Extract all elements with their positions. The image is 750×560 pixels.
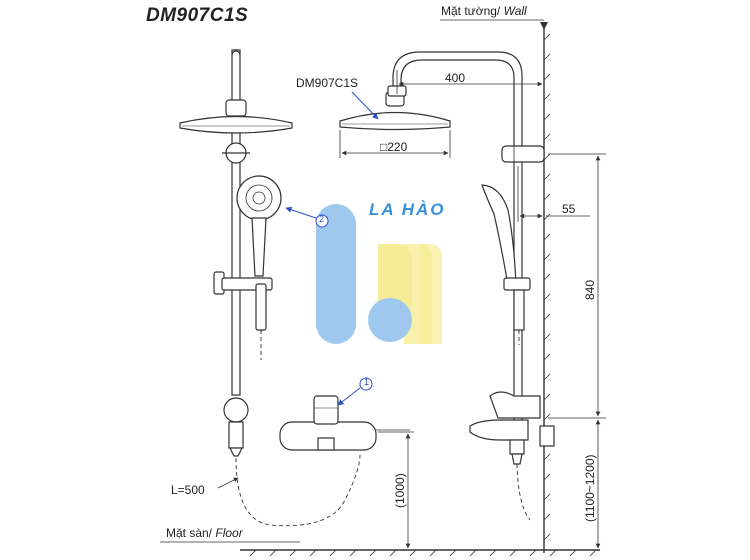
offset-label: 55	[562, 202, 576, 216]
side-hose	[516, 463, 531, 521]
callout-hand-shower-marker	[285, 206, 329, 228]
hose-length-leader	[217, 477, 239, 489]
arm-length-dimension	[396, 70, 543, 94]
wall	[440, 19, 551, 553]
callout-valve-marker	[337, 377, 373, 406]
hose-length-label: L=500	[171, 483, 205, 497]
head-model-leader	[351, 91, 379, 120]
wall-label: Mặt tường/ Wall	[441, 4, 527, 18]
valve-height-dimension	[378, 431, 414, 549]
floor	[160, 541, 600, 557]
side-view	[387, 51, 555, 465]
head-diameter-dimension	[339, 130, 451, 158]
callout-valve-number: 1	[364, 377, 370, 387]
head-model-label: DM907C1S	[296, 76, 359, 90]
arm-length-label: 400	[445, 71, 466, 85]
mixer-valve-front	[279, 395, 410, 451]
front-view	[179, 49, 293, 457]
height-dimensions	[548, 153, 606, 549]
head-detail	[339, 91, 451, 131]
valve-height-label: (1000)	[393, 473, 407, 508]
callout-hand-shower-number: 2	[319, 214, 325, 224]
watermark-text: LA HÀO	[369, 200, 446, 219]
rail-height-label: 840	[583, 279, 597, 300]
total-height-label: (1100~1200)	[583, 454, 597, 523]
floor-label: Mặt sàn/ Floor	[166, 526, 243, 540]
watermark-logo	[316, 204, 442, 344]
hose	[235, 454, 361, 527]
head-diameter-label: □220	[380, 140, 408, 154]
wall-label-text: Mặt tường/ Wall	[441, 4, 527, 18]
model-title: DM907C1S	[146, 5, 249, 26]
offset-dimension	[517, 166, 590, 222]
